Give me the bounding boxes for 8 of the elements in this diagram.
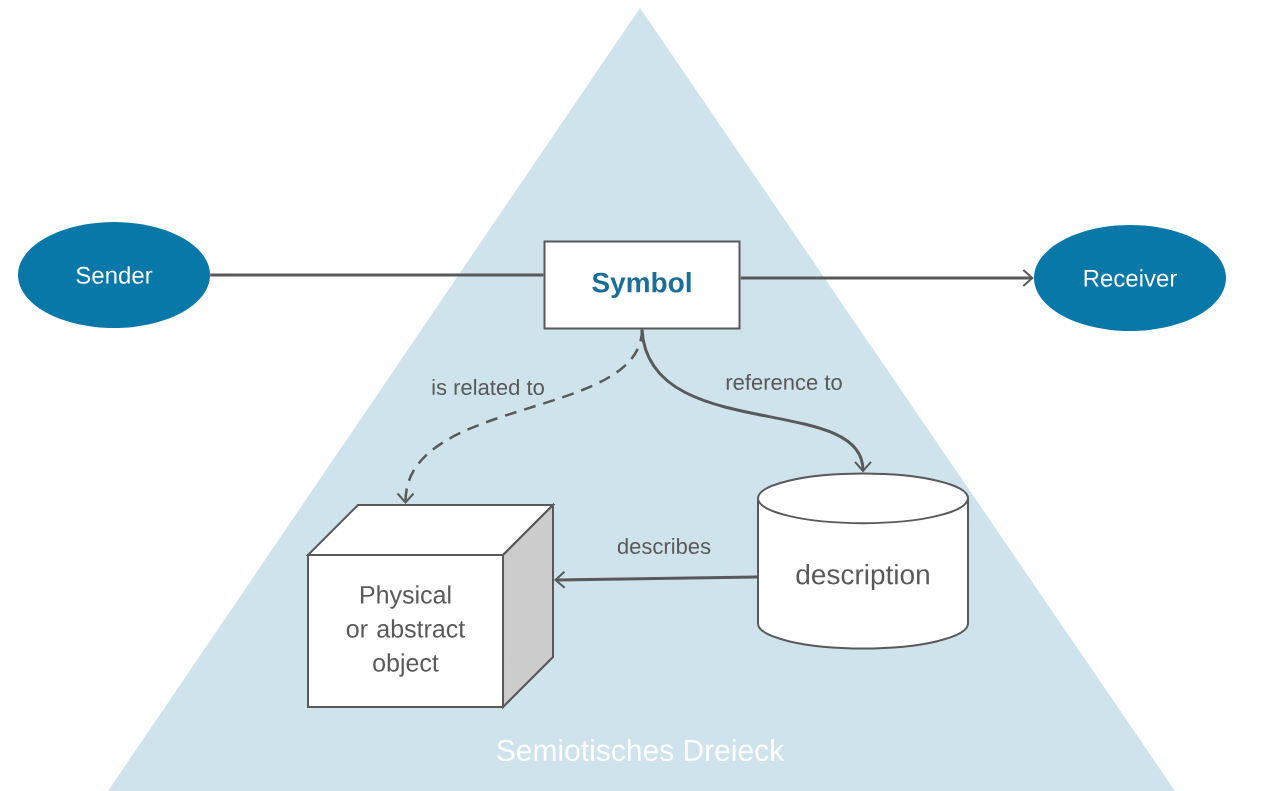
symbol-box: Symbol <box>543 240 741 330</box>
arrow <box>740 269 1034 287</box>
arrow <box>640 329 872 473</box>
edge-label: reference to <box>723 371 845 393</box>
arrow <box>396 329 644 504</box>
edge-label: is related to <box>429 376 547 398</box>
cylinder: description <box>757 472 969 650</box>
arrow <box>554 570 758 589</box>
